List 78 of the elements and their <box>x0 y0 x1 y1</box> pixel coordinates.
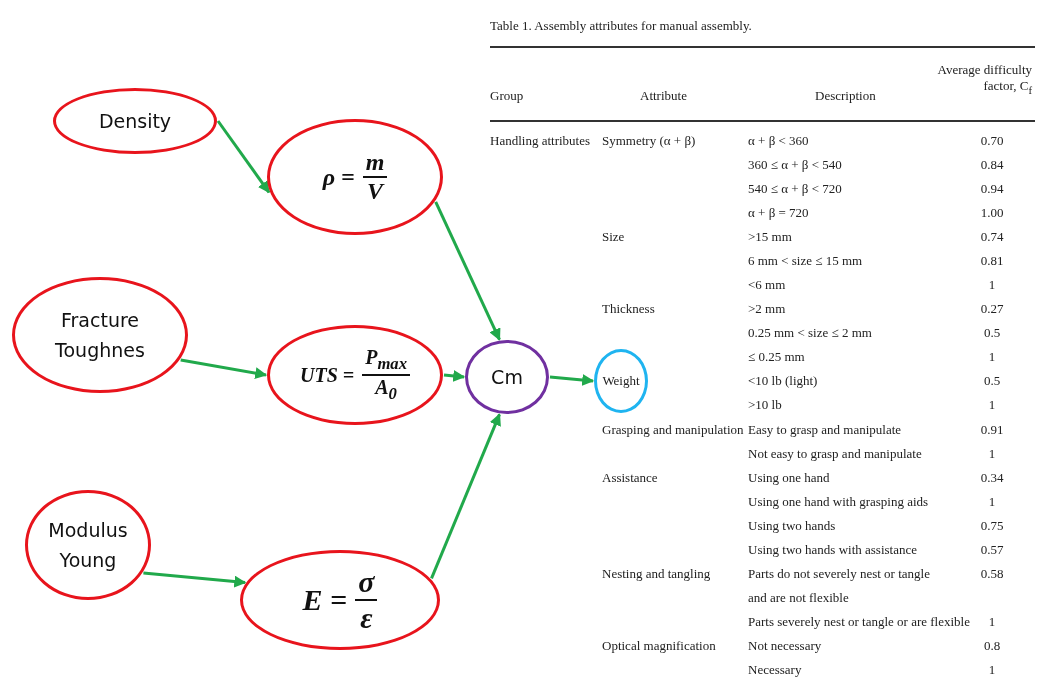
table-cell-text: 0.25 mm < size ≤ 2 mm <box>748 325 872 341</box>
node-label: Cm <box>490 364 524 390</box>
table-cell-text: 1 <box>987 397 997 413</box>
table-cell-text: Easy to grasp and manipulate <box>748 422 902 438</box>
ellipse-node <box>465 340 549 414</box>
arrow <box>180 358 268 380</box>
table-cell-text: 0.58 <box>979 566 1005 582</box>
table-cell-text: 0.8 <box>982 638 1002 654</box>
table-cell-text: 1 <box>987 614 997 630</box>
table-cell-text: <6 mm <box>748 277 786 293</box>
table-cell-text: 1 <box>987 446 997 462</box>
table-cell-text: <10 lb (light) <box>748 373 818 389</box>
node-label: Modulus Young <box>47 517 129 573</box>
table-cell-text: >10 lb <box>748 397 782 413</box>
table-cell-text: 0.5 <box>982 325 1002 341</box>
formula-ellipse <box>240 550 440 650</box>
table-cell-text: Grasping and manipulation <box>602 422 744 438</box>
table-cell-text: Thickness <box>602 301 655 317</box>
node-label: Density <box>97 108 173 134</box>
table-cell-text: Using two hands <box>748 518 836 534</box>
table-cell-text: Assistance <box>602 470 658 486</box>
table-cell-text: 1 <box>987 277 997 293</box>
table-cell-text: Not easy to grasp and manipulate <box>748 446 922 462</box>
arrow <box>430 413 501 579</box>
table-cell-text: 0.84 <box>979 157 1005 173</box>
table-cell-text: Necessary <box>748 662 802 678</box>
column-header: Group <box>490 88 524 104</box>
arrow <box>443 369 466 382</box>
table-cell-text: Using one hand <box>748 470 830 486</box>
column-header: Description <box>815 88 876 104</box>
table-cell-text: 0.75 <box>979 518 1005 534</box>
table-cell-text: 0.70 <box>979 133 1005 149</box>
table-cell-text: 1 <box>987 494 997 510</box>
table-cell-text: 0.81 <box>979 253 1005 269</box>
node-label: Fracture Toughnes <box>54 307 146 363</box>
arrow <box>216 120 271 194</box>
arrow <box>549 374 595 386</box>
table-cell-text: Not necessary <box>748 638 822 654</box>
table-cell-text: 0.57 <box>979 542 1005 558</box>
ellipse-node <box>12 277 188 393</box>
highlight-circle <box>594 349 648 413</box>
table-cell-text: 1 <box>987 662 997 678</box>
column-header: Average difficulty factor, C$_{f}$ <box>936 62 1032 98</box>
table-caption: Table 1. Assembly attributes for manual assembly. <box>490 18 752 34</box>
table-cell-text: 0.27 <box>979 301 1005 317</box>
table-cell-text: 0.91 <box>979 422 1005 438</box>
table-cell-text: >2 mm <box>748 301 786 317</box>
table-cell-text: Using two hands with assistance <box>748 542 917 558</box>
arrow <box>434 201 501 341</box>
table-cell-text: Parts severely nest or tangle or are flexible <box>748 614 970 630</box>
table-cell-text: >15 mm <box>748 229 792 245</box>
formula-ellipse <box>267 325 443 425</box>
table-cell-text: Handling attributes <box>490 133 590 149</box>
table-cell-text: 6 mm < size ≤ 15 mm <box>748 253 863 269</box>
formula-ellipse <box>267 119 443 235</box>
table-cell-text: 0.94 <box>979 181 1005 197</box>
table-cell-text: 0.34 <box>979 470 1005 486</box>
column-header: Attribute <box>640 88 687 104</box>
table-cell-text: 0.5 <box>982 373 1002 389</box>
table-cell-text: 1.00 <box>979 205 1005 221</box>
table-cell-text: Weight <box>602 373 640 389</box>
table-cell-text: 540 ≤ α + β < 720 <box>748 181 842 197</box>
arrow <box>143 571 247 588</box>
table-cell-text: 1 <box>987 349 997 365</box>
table-cell-text: Symmetry (α + β) <box>602 133 696 149</box>
table-cell-text: Optical magnification <box>602 638 716 654</box>
table-cell-text: α + β = 720 <box>748 205 809 221</box>
ellipse-node <box>25 490 151 600</box>
table-cell-text: ≤ 0.25 mm <box>748 349 805 365</box>
formula-text: UTS = P$_{max}$ A$_{0}$ <box>300 346 410 404</box>
table-cell-text: Using one hand with grasping aids <box>748 494 929 510</box>
ellipse-node <box>53 88 217 154</box>
table-cell-text: Size <box>602 229 625 245</box>
table-cell-text: 360 ≤ α + β < 540 <box>748 157 842 173</box>
table-cell-text: α + β < 360 <box>748 133 809 149</box>
table-cell-text: Parts do not severely nest or tangle and are not flexible <box>748 565 931 607</box>
table-cell-text: 0.74 <box>979 229 1005 245</box>
table-cell-text: Nesting and tangling <box>602 566 711 582</box>
